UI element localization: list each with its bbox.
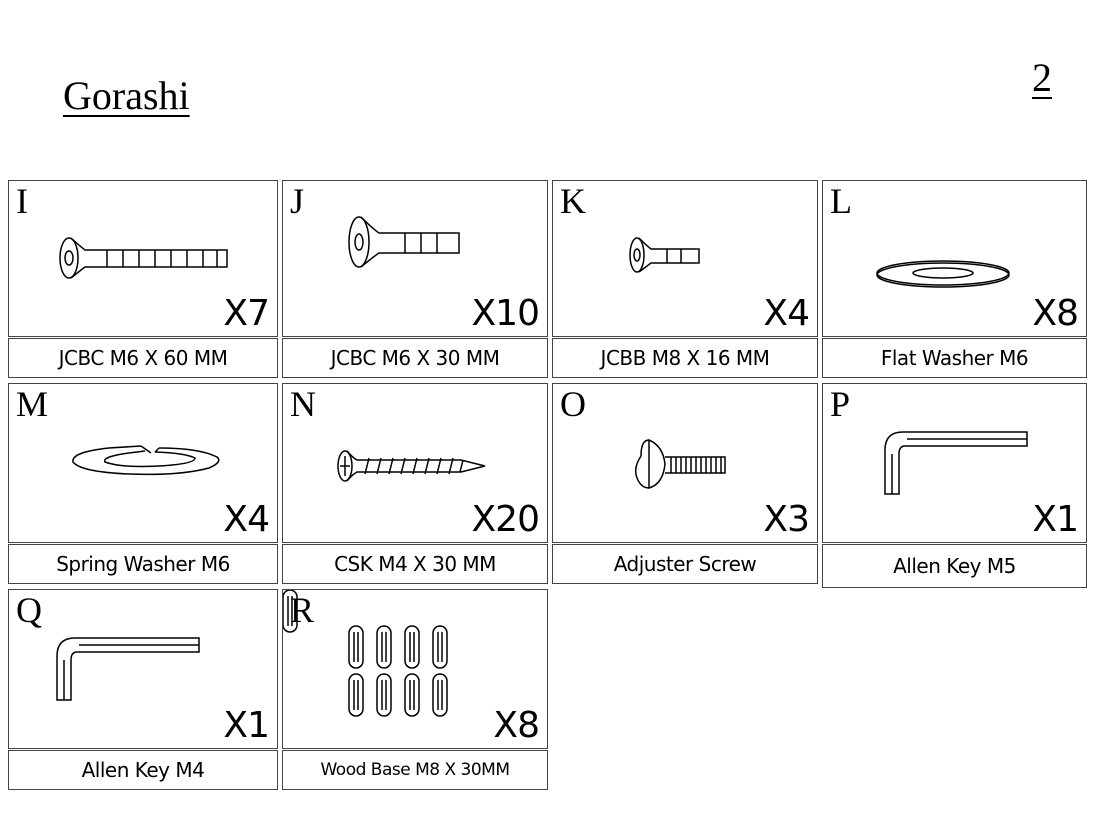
part-letter: R <box>290 590 315 630</box>
part-quantity: X7 <box>223 293 270 334</box>
part-cell-o: O X3 <box>552 383 818 543</box>
adjuster-screw-icon <box>634 439 726 489</box>
part-letter: P <box>830 384 851 424</box>
wood-screw-icon <box>337 450 486 482</box>
part-quantity: X4 <box>223 499 270 540</box>
part-letter: K <box>560 181 586 221</box>
part-quantity: X4 <box>763 293 810 334</box>
part-label-i: JCBC M6 X 60 MM <box>8 338 278 378</box>
part-letter: O <box>560 384 586 424</box>
part-label-l: Flat Washer M6 <box>822 338 1087 378</box>
part-quantity: X8 <box>1032 293 1079 334</box>
part-quantity: X8 <box>493 705 540 746</box>
part-letter: M <box>16 384 49 424</box>
wood-dowel-icon <box>283 590 448 717</box>
part-cell-p: P X1 <box>822 383 1087 543</box>
part-cell-k: K X4 <box>552 180 818 337</box>
part-label-o: Adjuster Screw <box>552 544 818 584</box>
part-label-r: Wood Base M8 X 30MM <box>282 750 548 790</box>
part-cell-l: L X8 <box>822 180 1087 337</box>
part-quantity: X1 <box>223 705 270 746</box>
part-label-p: Allen Key M5 <box>822 544 1087 588</box>
flat-washer-icon <box>876 260 1010 288</box>
part-label-q: Allen Key M4 <box>8 750 278 790</box>
brand-title: Gorashi <box>63 73 190 118</box>
part-cell-i: I X7 <box>8 180 278 337</box>
part-letter: N <box>290 384 316 424</box>
part-quantity: X3 <box>763 499 810 540</box>
part-quantity: X1 <box>1032 499 1079 540</box>
part-quantity: X10 <box>471 293 540 334</box>
allen-key-icon <box>56 637 200 701</box>
allen-key-icon <box>884 431 1028 495</box>
part-cell-q: Q X1 <box>8 589 278 749</box>
part-label-n: CSK M4 X 30 MM <box>282 544 548 584</box>
part-letter: I <box>16 181 28 221</box>
part-letter: Q <box>16 590 42 630</box>
part-cell-n: N X20 <box>282 383 548 543</box>
part-letter: L <box>830 181 852 221</box>
part-label-m: Spring Washer M6 <box>8 544 278 584</box>
medium-bolt-icon <box>348 216 460 268</box>
part-label-k: JCBB M8 X 16 MM <box>552 338 818 378</box>
part-cell-m: M X4 <box>8 383 278 543</box>
page-number: 2 <box>1032 55 1052 100</box>
part-cell-r: R X8 <box>282 589 548 749</box>
part-label-j: JCBC M6 X 30 MM <box>282 338 548 378</box>
part-letter: J <box>290 181 305 221</box>
spring-washer-icon <box>72 445 220 476</box>
short-bolt-icon <box>629 237 700 273</box>
long-bolt-icon <box>59 237 228 279</box>
part-quantity: X20 <box>471 499 540 540</box>
part-cell-j: J X10 <box>282 180 548 337</box>
